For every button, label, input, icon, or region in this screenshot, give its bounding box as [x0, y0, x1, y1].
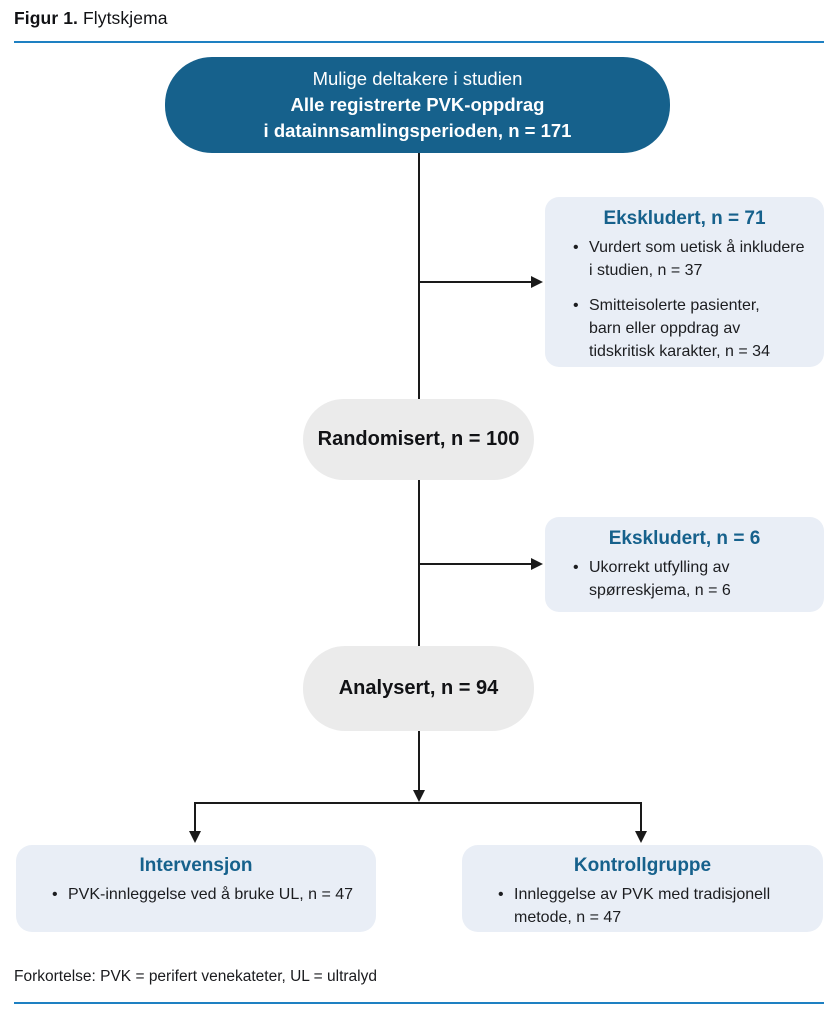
arrowhead-excluded-6	[531, 558, 543, 570]
intervention-item: PVK-innleggelse ved å bruke UL, n = 47	[44, 883, 364, 906]
top-box-line1: Mulige deltakere i studien	[312, 68, 523, 89]
control-title: Kontrollgruppe	[573, 855, 712, 876]
intervention-list: PVK-innleggelse ved å bruke UL, n = 47	[28, 883, 364, 906]
arrowhead-split	[413, 790, 425, 802]
node-potential-participants: Mulige deltakere i studien Alle registre…	[165, 57, 670, 153]
abbreviation-note: Forkortelse: PVK = perifert venekateter,…	[14, 968, 377, 985]
control-item: Innleggelse av PVK med tradisjonell meto…	[490, 883, 811, 929]
bottom-divider	[14, 1002, 824, 1004]
excluded-71-item: Vurdert som uetisk å inkludere i studien…	[565, 236, 812, 282]
arrowhead-control	[635, 831, 647, 843]
node-intervention: Intervensjon PVK-innleggelse ved å bruke…	[16, 845, 376, 932]
intervention-title: Intervensjon	[139, 855, 253, 876]
excluded-6-title: Ekskludert, n = 6	[608, 528, 761, 549]
arrowhead-excluded-71	[531, 276, 543, 288]
connector-analyzed-to-split	[418, 731, 420, 791]
connector-split-horizontal	[194, 802, 642, 804]
top-box-line3: i datainnsamlingsperioden, n = 171	[263, 120, 572, 141]
top-divider	[14, 41, 824, 43]
node-control: Kontrollgruppe Innleggelse av PVK med tr…	[462, 845, 823, 932]
figure-label: Figur 1.	[14, 8, 78, 28]
node-analyzed: Analysert, n = 94	[303, 646, 534, 731]
excluded-71-title: Ekskludert, n = 71	[603, 208, 766, 229]
node-randomized: Randomisert, n = 100	[303, 399, 534, 480]
figure-title: Flytskjema	[78, 8, 168, 28]
excluded-71-list: Vurdert som uetisk å inkludere i studien…	[557, 236, 812, 363]
top-box-line2: Alle registrerte PVK-oppdrag	[290, 94, 545, 115]
control-list: Innleggelse av PVK med tradisjonell meto…	[474, 883, 811, 929]
analyzed-label: Analysert, n = 94	[338, 677, 499, 699]
connector-branch-excluded-6	[419, 563, 531, 565]
node-excluded-71: Ekskludert, n = 71 Vurdert som uetisk å …	[545, 197, 824, 367]
arrowhead-intervention	[189, 831, 201, 843]
figure-caption: Figur 1. Flytskjema	[14, 8, 168, 29]
randomized-label: Randomisert, n = 100	[317, 428, 520, 450]
connector-drop-intervention	[194, 802, 196, 831]
excluded-6-item: Ukorrekt utfylling av spørreskjema, n = …	[565, 556, 812, 602]
excluded-6-list: Ukorrekt utfylling av spørreskjema, n = …	[557, 556, 812, 602]
excluded-71-item: Smitteisolerte pasienter, barn eller opp…	[565, 294, 812, 363]
connector-drop-control	[640, 802, 642, 831]
node-excluded-6: Ekskludert, n = 6 Ukorrekt utfylling av …	[545, 517, 824, 612]
connector-branch-excluded-71	[419, 281, 531, 283]
connector-top-to-randomized	[418, 153, 420, 399]
